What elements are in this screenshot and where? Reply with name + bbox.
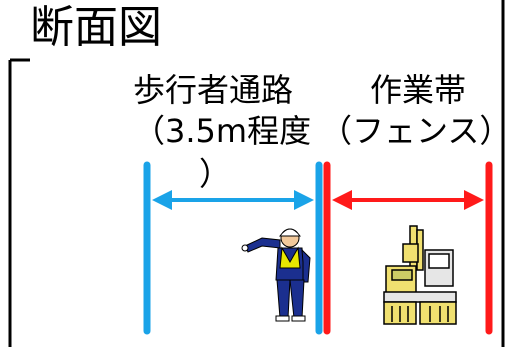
pedestrian-label-line1: 歩行者通路 bbox=[133, 71, 294, 109]
traffic-guard-worker-icon bbox=[241, 228, 311, 322]
pedestrian-label-line3: ） bbox=[199, 155, 232, 193]
pedestrian-width-arrow bbox=[152, 190, 314, 210]
diagram-title: 断面図 bbox=[30, 2, 162, 53]
work-zone-label-line2: （フェンス） bbox=[320, 112, 510, 150]
work-zone-width-arrow bbox=[332, 190, 484, 210]
work-zone-label-line1: 作業帯 bbox=[370, 71, 467, 109]
excavator-icon bbox=[383, 225, 457, 325]
pedestrian-label-line2: （3.5m程度 bbox=[133, 112, 312, 150]
